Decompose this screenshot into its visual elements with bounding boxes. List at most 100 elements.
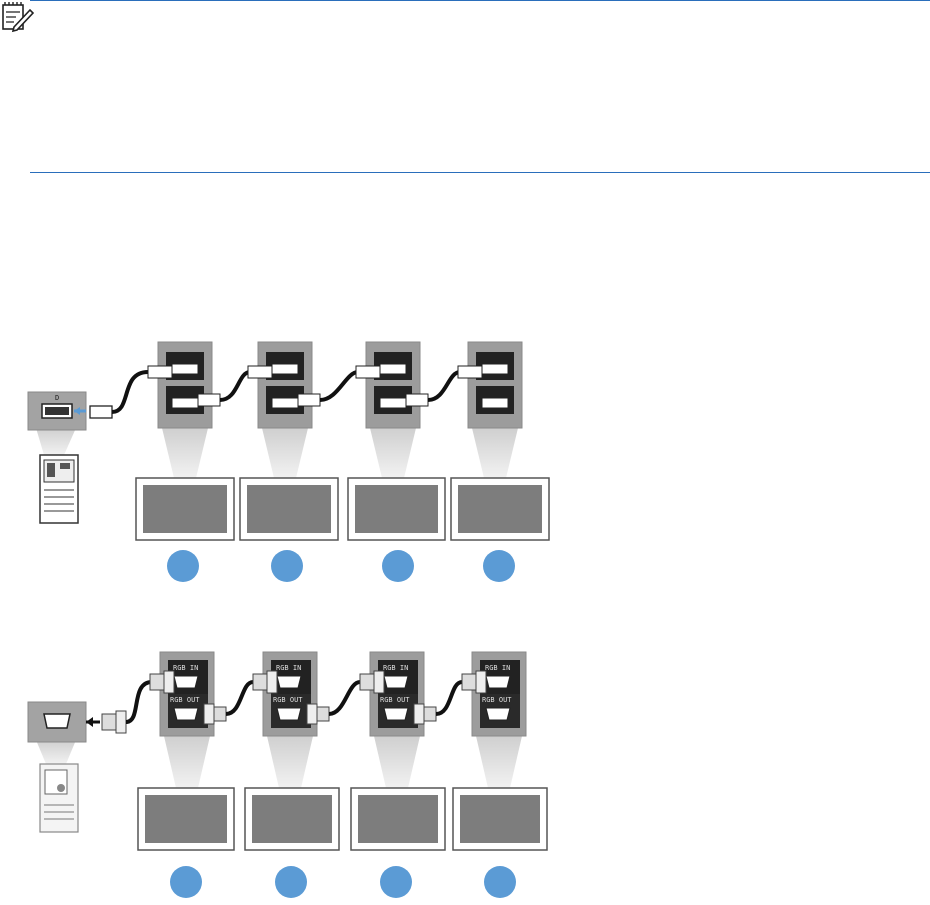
rgb-in-label: RGB IN	[173, 664, 198, 672]
vga-plug	[252, 673, 268, 691]
note-bottom-rule	[30, 172, 930, 173]
monitor-rear-panel-4	[467, 341, 523, 478]
note-top-rule	[30, 0, 930, 1]
computer-tower	[39, 763, 79, 833]
panel-callout-beam	[370, 428, 416, 478]
displayport-icon: D	[55, 394, 59, 402]
computer-tower	[39, 454, 79, 524]
dp-plug	[197, 393, 221, 407]
rgb-in-port	[276, 675, 302, 689]
callout-circle-2	[271, 550, 303, 582]
monitor-screen	[145, 795, 227, 843]
monitor-3	[350, 787, 446, 851]
displayport-in-port	[481, 363, 509, 375]
dp-plug	[89, 405, 113, 419]
vga-plug	[149, 673, 165, 691]
displayport-cables	[111, 365, 483, 414]
callout-circle-3	[380, 866, 412, 898]
displayport-out-port	[481, 397, 509, 409]
panel-callout-beam	[476, 736, 522, 788]
monitor-screen	[247, 485, 331, 533]
vga-plug	[163, 670, 175, 694]
dp-plug	[405, 393, 429, 407]
displayport-in-port	[271, 363, 299, 375]
panel-callout-beam	[374, 736, 420, 788]
rgb-in-port	[485, 675, 511, 689]
displayport-out-port	[379, 397, 407, 409]
displayport-daisy-chain-diagram: D	[27, 341, 550, 582]
displayport-in-port	[379, 363, 407, 375]
vga-plug	[266, 670, 278, 694]
vga-out-port	[43, 713, 71, 729]
monitor-4	[452, 787, 548, 851]
note-icon	[2, 2, 34, 33]
displayport-in-port	[171, 363, 199, 375]
vga-plug	[413, 703, 425, 725]
cable-3	[328, 680, 361, 716]
dp-plug	[457, 365, 483, 379]
callout-circle-2	[275, 866, 307, 898]
vga-plug	[461, 673, 477, 691]
callout-circle-1	[167, 550, 199, 582]
monitor-2	[244, 787, 340, 851]
displayport-out-port	[271, 397, 299, 409]
cable-2	[225, 680, 254, 716]
rgb-out-port	[276, 707, 302, 721]
dp-plug	[147, 365, 173, 379]
rgb-out-port	[173, 707, 199, 721]
monitor-rear-panel-2	[257, 341, 313, 478]
callout-circle-1	[170, 866, 202, 898]
vga-plug	[475, 670, 487, 694]
rgb-out-label: RGB OUT	[482, 696, 512, 704]
cable-2	[219, 370, 251, 402]
cable-1	[125, 680, 153, 724]
panel-callout-beam	[267, 736, 313, 788]
displayport-out-port	[171, 397, 199, 409]
vga-plug	[306, 703, 318, 725]
vga-plug	[203, 703, 215, 725]
monitor-screen	[358, 795, 438, 843]
monitor-screen	[458, 485, 542, 533]
dp-plug	[355, 365, 381, 379]
vga-plug	[423, 706, 437, 722]
monitor-screen	[460, 795, 540, 843]
monitor-rear-panel-3	[365, 341, 421, 478]
monitor-4	[450, 477, 550, 541]
callout-circle-4	[483, 550, 515, 582]
cable-4	[427, 370, 461, 402]
callout-circle-3	[382, 550, 414, 582]
panel-callout-beam	[472, 428, 518, 478]
cable-3	[319, 370, 359, 402]
monitor-screen	[252, 795, 332, 843]
panel-callout-beam	[162, 428, 208, 478]
vga-plug	[101, 710, 127, 734]
rgb-out-port	[485, 707, 511, 721]
vga-plug	[213, 706, 227, 722]
panel-callout-beam	[262, 428, 308, 478]
rgb-out-port	[383, 707, 409, 721]
panel-callout-beam	[164, 736, 210, 788]
rgb-out-label: RGB OUT	[380, 696, 410, 704]
monitor-screen	[355, 485, 438, 533]
rgb-in-port	[173, 675, 199, 689]
cable-1	[111, 370, 149, 414]
rgb-in-port	[383, 675, 409, 689]
dp-plug	[247, 365, 273, 379]
computer-displayport-callout: D	[27, 391, 87, 455]
computer-vga-callout	[27, 701, 87, 764]
cable-4	[435, 680, 463, 716]
monitor-1	[137, 787, 235, 851]
monitor-1	[135, 477, 235, 541]
monitor-screen	[143, 485, 227, 533]
vga-plug	[373, 670, 385, 694]
rgb-in-label: RGB IN	[383, 664, 408, 672]
rgb-out-label: RGB OUT	[273, 696, 303, 704]
monitor-rear-panel-4: RGB IN RGB OUT	[471, 651, 527, 788]
rgb-in-label: RGB IN	[485, 664, 510, 672]
vga-cables	[125, 670, 487, 725]
vga-plug	[316, 706, 330, 722]
dp-plug	[297, 393, 321, 407]
vga-plug	[359, 673, 375, 691]
